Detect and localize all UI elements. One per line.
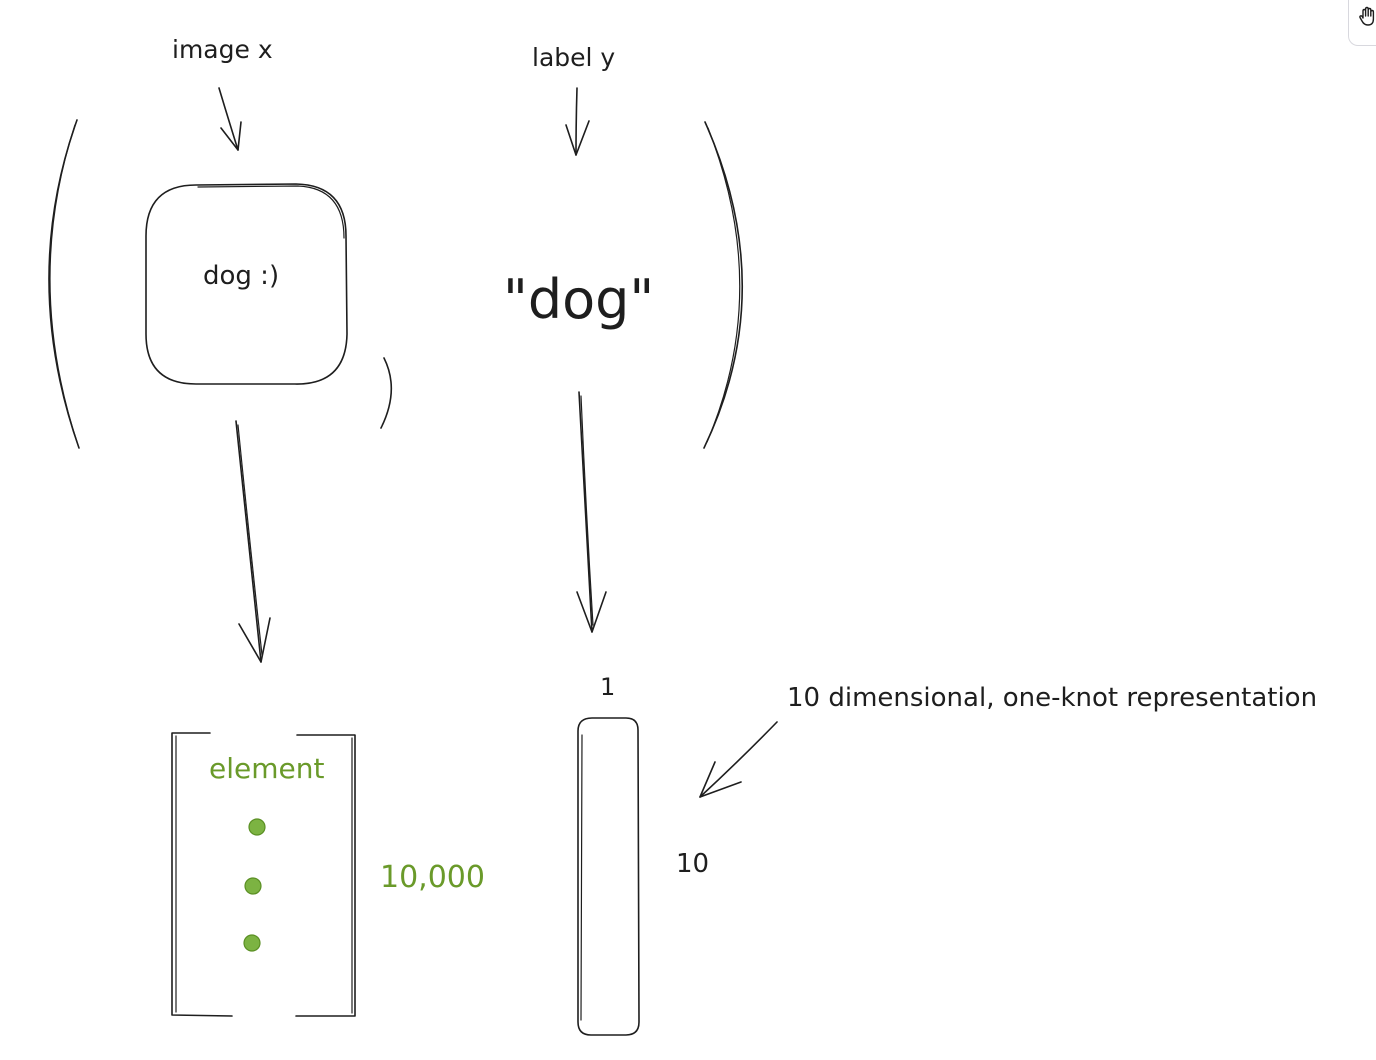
- image-content-text: dog :): [203, 261, 279, 291]
- left-parenthesis: [48, 119, 80, 449]
- right-parenthesis: [703, 121, 743, 449]
- label-value-text: "dog": [503, 268, 654, 331]
- label-to-vector-arrow: [576, 391, 607, 633]
- image-vector-bracket: [171, 732, 356, 1017]
- image-box: [145, 183, 348, 385]
- comma-mark: [380, 357, 393, 429]
- image-x-arrow: [218, 87, 242, 151]
- label-vector-width: 1: [600, 673, 615, 701]
- label-y-arrow: [565, 87, 590, 156]
- note-arrow: [699, 721, 778, 798]
- label-vector-height: 10: [676, 849, 709, 879]
- element-label: element: [209, 752, 324, 785]
- one-hot-vector-box: [577, 717, 640, 1036]
- image-x-label: image x: [172, 35, 273, 64]
- label-y-label: label y: [532, 43, 615, 72]
- element-dot-1: [248, 818, 266, 836]
- element-dot-2: [244, 877, 262, 895]
- element-dot-3: [243, 934, 261, 952]
- image-to-vector-arrow: [235, 420, 271, 663]
- one-hot-note: 10 dimensional, one-knot representation: [787, 683, 1317, 713]
- hand-icon: [1359, 6, 1375, 26]
- image-vector-size: 10,000: [380, 860, 485, 895]
- hand-tool-button[interactable]: [1348, 0, 1376, 46]
